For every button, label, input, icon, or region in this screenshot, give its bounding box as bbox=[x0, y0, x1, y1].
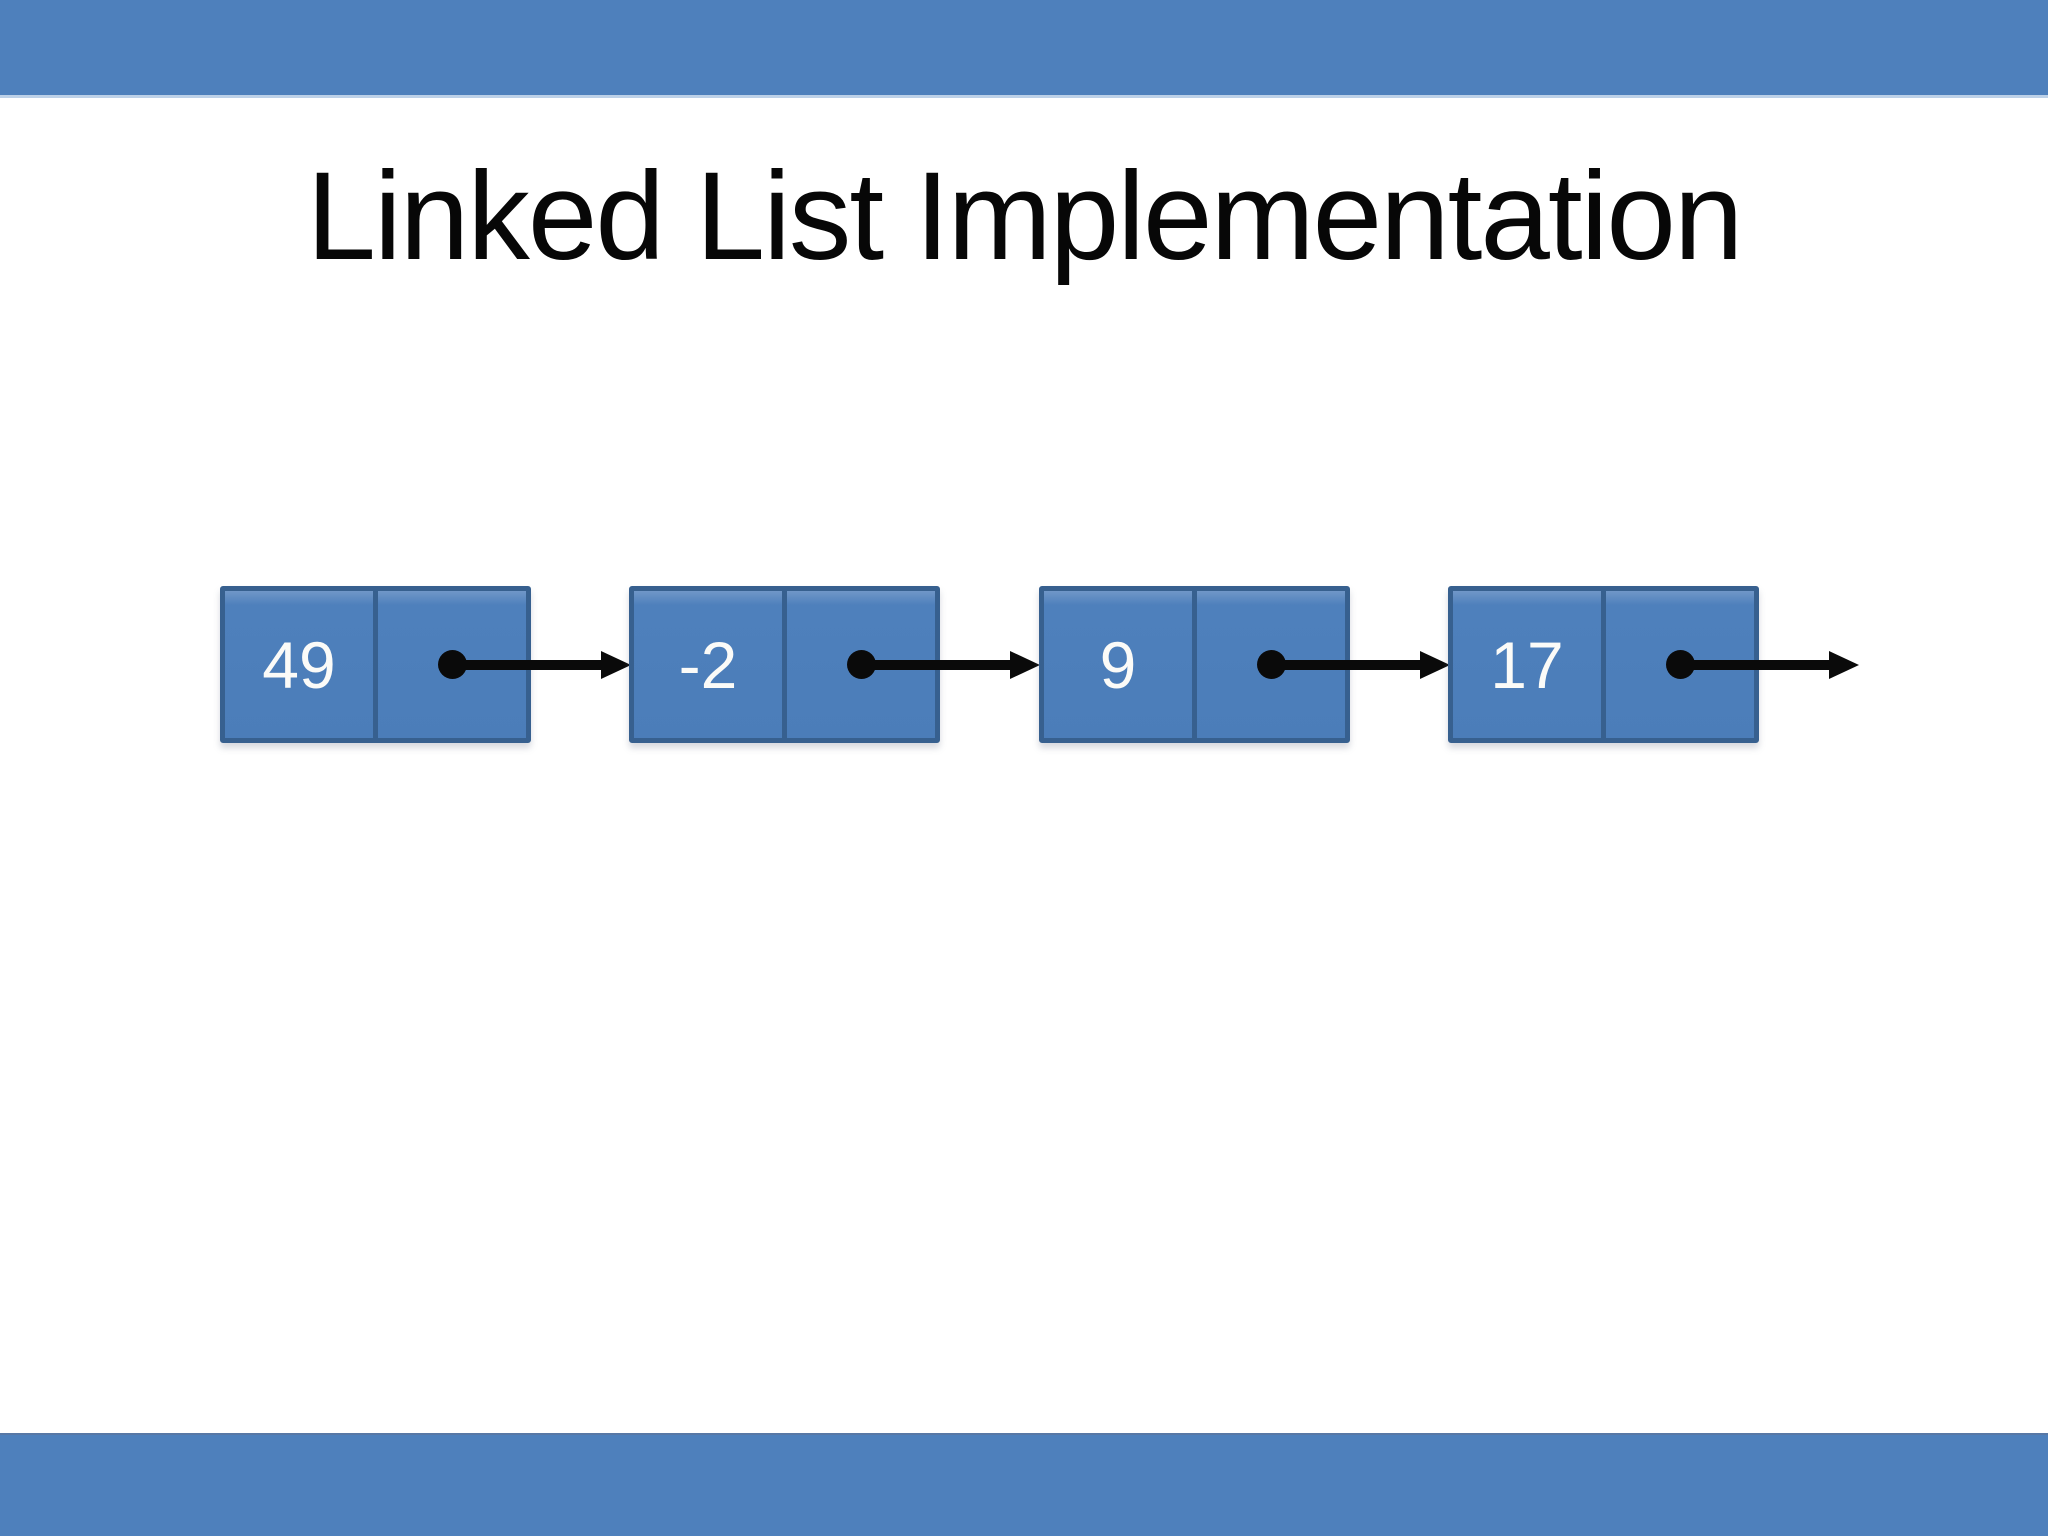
node-pointer-cell bbox=[782, 591, 935, 738]
pointer-dot-icon bbox=[1256, 650, 1286, 679]
node-data-cell: 9 bbox=[1044, 591, 1192, 738]
pointer-dot-icon bbox=[846, 650, 876, 679]
node-pointer-cell bbox=[1192, 591, 1345, 738]
list-node: 49 bbox=[220, 586, 631, 743]
node-value: 49 bbox=[262, 627, 336, 702]
node-data-cell: -2 bbox=[634, 591, 782, 738]
arrowhead-icon bbox=[1420, 650, 1450, 679]
node-value: 9 bbox=[1099, 627, 1137, 702]
list-node: -2 bbox=[629, 586, 1040, 743]
node-pointer-cell bbox=[1601, 591, 1754, 738]
arrowhead-icon bbox=[1829, 650, 1859, 679]
arrowhead-icon bbox=[601, 650, 631, 679]
pointer-dot-icon bbox=[437, 650, 467, 679]
node-data-cell: 49 bbox=[225, 591, 373, 738]
node-pointer-cell bbox=[373, 591, 526, 738]
pointer-dot-icon bbox=[1665, 650, 1695, 679]
header-bar bbox=[0, 0, 2048, 98]
list-node: 9 bbox=[1039, 586, 1450, 743]
list-node: 17 bbox=[1448, 586, 1859, 743]
node-value: -2 bbox=[678, 627, 738, 702]
footer-bar bbox=[0, 1433, 2048, 1536]
arrowhead-icon bbox=[1010, 650, 1040, 679]
node-data-cell: 17 bbox=[1453, 591, 1601, 738]
node-value: 17 bbox=[1490, 627, 1564, 702]
slide-title: Linked List Implementation bbox=[306, 147, 1744, 286]
